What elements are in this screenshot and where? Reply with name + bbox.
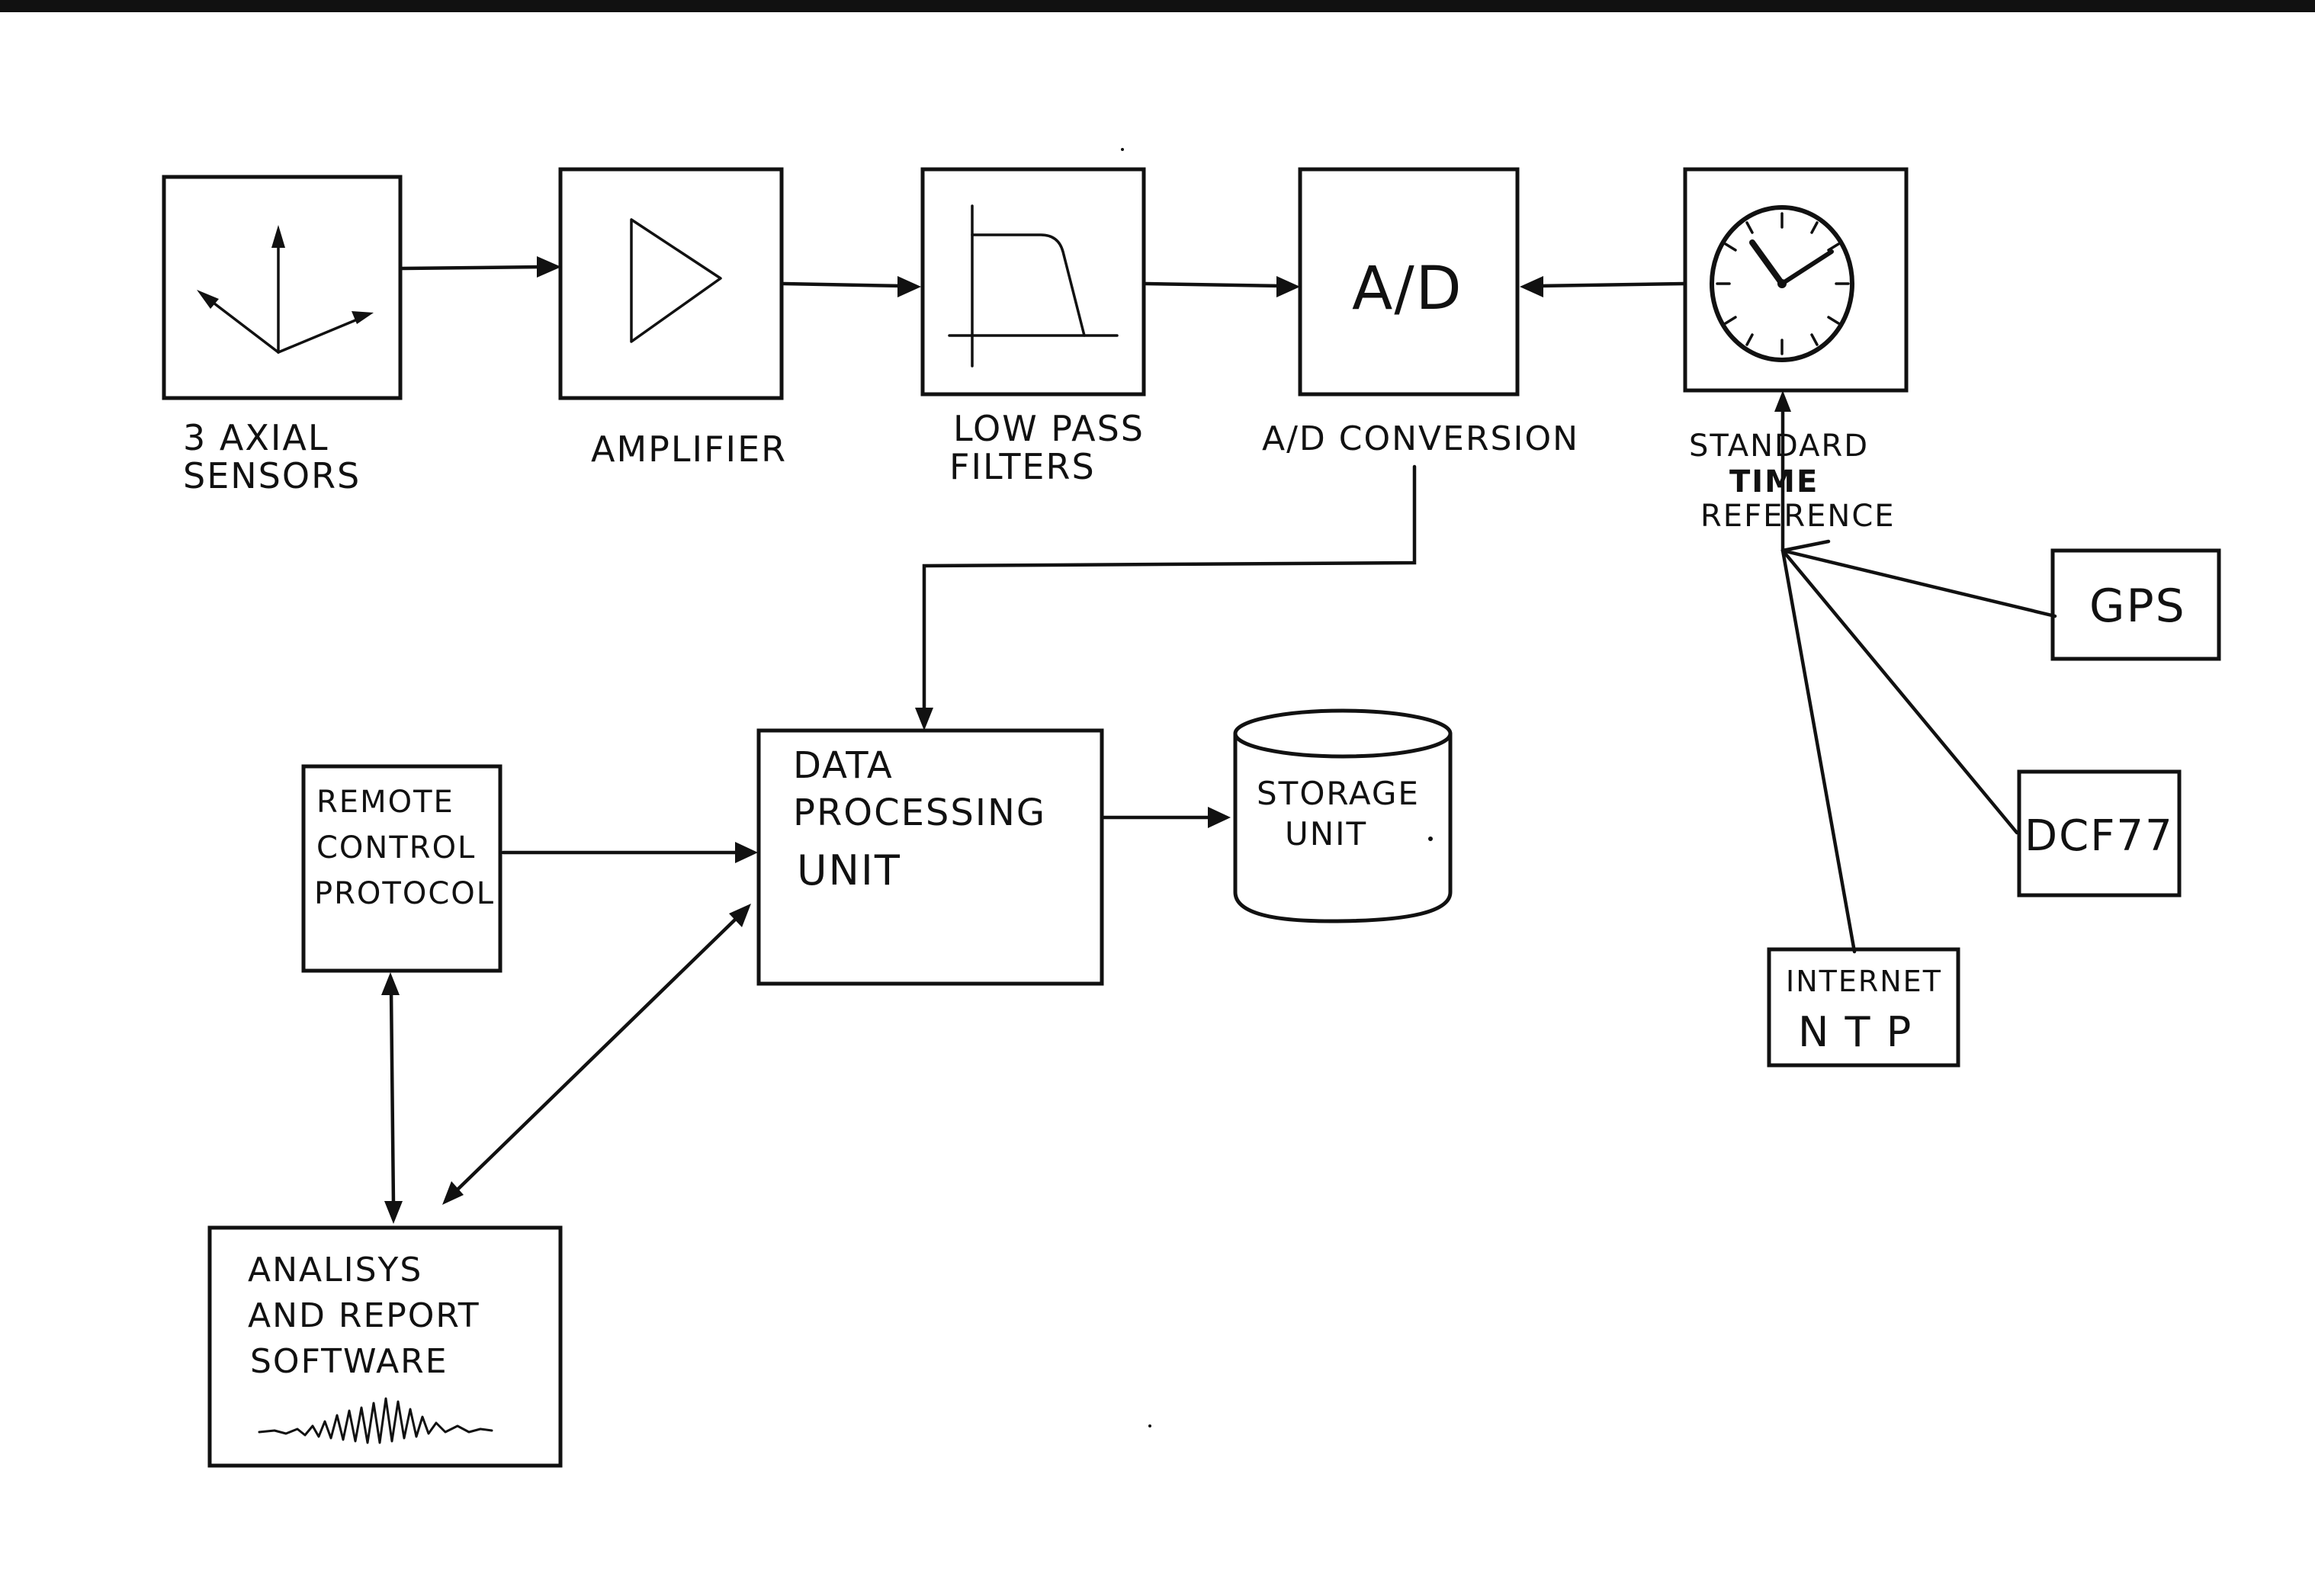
filter-label-line2: FILTERS [949, 446, 1096, 487]
amplifier-box [558, 167, 784, 400]
filter-label-line1: LOW PASS [953, 408, 1145, 449]
storage-label-line2: UNIT [1285, 815, 1367, 853]
dpu-label-line3: UNIT [797, 846, 901, 894]
storage-label-line1: STORAGE [1257, 775, 1420, 812]
remote-label-line3: PROTOCOL [314, 876, 495, 911]
remote-label-line2: CONTROL [316, 830, 476, 865]
seismogram-icon [258, 1397, 493, 1444]
data-processing-block: DATA PROCESSING UNIT [756, 728, 1104, 986]
amplifier-label: AMPLIFIER [591, 429, 787, 470]
arrow-sensors-to-amplifier [400, 265, 545, 271]
data-processing-box [756, 728, 1104, 986]
top-border [0, 0, 2315, 12]
ad-label: A/D CONVERSION [1262, 419, 1579, 458]
ad-symbol: A/D [1352, 255, 1463, 323]
amplifier-triangle-icon [630, 218, 722, 343]
analysis-block: ANALISYS AND REPORT SOFTWARE [207, 1225, 563, 1468]
amplifier-block: AMPLIFIER [558, 167, 787, 470]
storage-block: STORAGE UNIT [1233, 708, 1453, 923]
analysis-label-line1: ANALISYS [248, 1251, 422, 1289]
stray-dot [1121, 148, 1124, 151]
analysis-box [207, 1225, 563, 1468]
sensors-label-line2: SENSORS [183, 455, 361, 496]
time-reference-block: STANDARD TIME REFERENCE [1683, 167, 1909, 534]
arrow-amplifier-to-filter [782, 281, 906, 288]
dpu-label-line1: DATA [793, 744, 894, 787]
gps-label: GPS [2089, 580, 2186, 633]
filter-block: LOW PASS FILTERS [920, 167, 1146, 487]
remote-label-line1: REMOTE [316, 785, 454, 820]
sensors-label-line1: 3 AXIAL [183, 417, 329, 458]
axes-icon [197, 225, 374, 354]
analysis-label-line2: AND REPORT [248, 1296, 480, 1335]
time-label-line1: STANDARD [1689, 429, 1869, 464]
time-sources: GPS DCF77 INTERNET N T P [1767, 539, 2221, 1068]
remote-control-box [301, 764, 502, 973]
time-label-line3: REFERENCE [1700, 499, 1896, 534]
arrow-filter-to-ad [1144, 281, 1285, 288]
ntp-label: N T P [1798, 1008, 1912, 1056]
time-reference-box [1683, 167, 1909, 393]
dpu-label-line2: PROCESSING [793, 792, 1046, 834]
top-row-arrows [400, 256, 1791, 553]
lowpass-curve-icon [948, 204, 1119, 368]
internet-label: INTERNET [1786, 965, 1942, 998]
gps-box [2050, 548, 2221, 661]
stray-dot [1428, 837, 1433, 841]
dcf77-box [2017, 769, 2182, 898]
ad-to-dpu-link [915, 464, 1417, 731]
time-label-line2: TIME [1729, 464, 1819, 499]
sensors-box [162, 175, 403, 400]
clock-icon [1710, 205, 1854, 362]
ad-block: A/D A/D CONVERSION [1262, 167, 1579, 458]
remote-control-block: REMOTE CONTROL PROTOCOL [301, 764, 502, 973]
stray-dot [1148, 1424, 1151, 1427]
link-to-dcf77 [1780, 548, 2019, 835]
internet-ntp-box [1767, 947, 1960, 1068]
dcf77-label: DCF77 [2024, 811, 2174, 861]
filter-box [920, 167, 1146, 397]
link-to-gps [1780, 539, 1831, 553]
analysis-label-line3: SOFTWARE [250, 1342, 448, 1381]
ad-box [1298, 167, 1520, 397]
sensors-block: 3 AXIAL SENSORS [162, 175, 403, 496]
link-to-ntp [1780, 548, 1857, 954]
arrow-time-to-ad [1536, 281, 1686, 288]
arrow-analysis-dpu [442, 904, 751, 1205]
arrow-remote-analysis [381, 972, 403, 1224]
storage-cylinder-icon [1233, 731, 1453, 923]
